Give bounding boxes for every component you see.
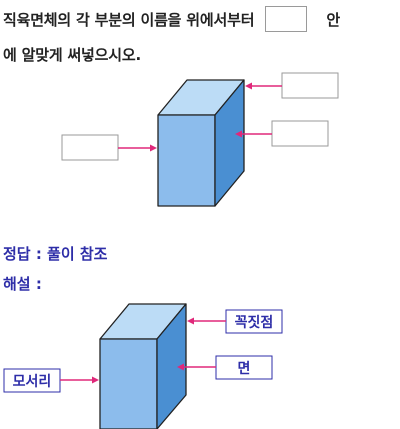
question-line-2: 에 알맞게 써넣으시오.: [3, 46, 141, 64]
answer-box-edge[interactable]: [61, 134, 119, 161]
explanation-cuboid-front-face: [99, 338, 158, 429]
question-text: 직육면체의 각 부분의 이름을 위에서부터 안 에 알맞게 써넣으시오.: [3, 3, 397, 73]
question-diagram: [61, 72, 339, 207]
question-line-1-text: 직육면체의 각 부분의 이름을 위에서부터: [3, 11, 255, 29]
arrow-to-edge: [118, 144, 157, 152]
answer-box-face[interactable]: [271, 120, 329, 147]
label-vertex: 꼭짓점: [235, 314, 274, 331]
explanation-arrow-face: [177, 363, 216, 371]
question-line-1-end: 안: [326, 11, 340, 29]
explanation-arrow-edge: [60, 376, 99, 384]
question-line-1: 직육면체의 각 부분의 이름을 위에서부터 안: [3, 3, 397, 38]
inline-answer-box: [265, 5, 308, 32]
cuboid-side-face: [214, 79, 245, 207]
explanation-arrow-vertex: [187, 317, 226, 325]
answer-label: 정답 : 풀이 참조: [3, 245, 108, 263]
answer-box-vertex[interactable]: [281, 72, 339, 99]
explanation-cuboid-side-face: [156, 303, 187, 429]
label-face: 면: [238, 360, 251, 377]
arrow-to-face: [235, 130, 272, 138]
explanation-label: 해설 :: [3, 275, 42, 293]
arrow-to-vertex: [245, 82, 282, 90]
explanation-cuboid: [99, 303, 187, 429]
question-cuboid: [157, 79, 245, 207]
label-edge: 모서리: [13, 374, 52, 390]
